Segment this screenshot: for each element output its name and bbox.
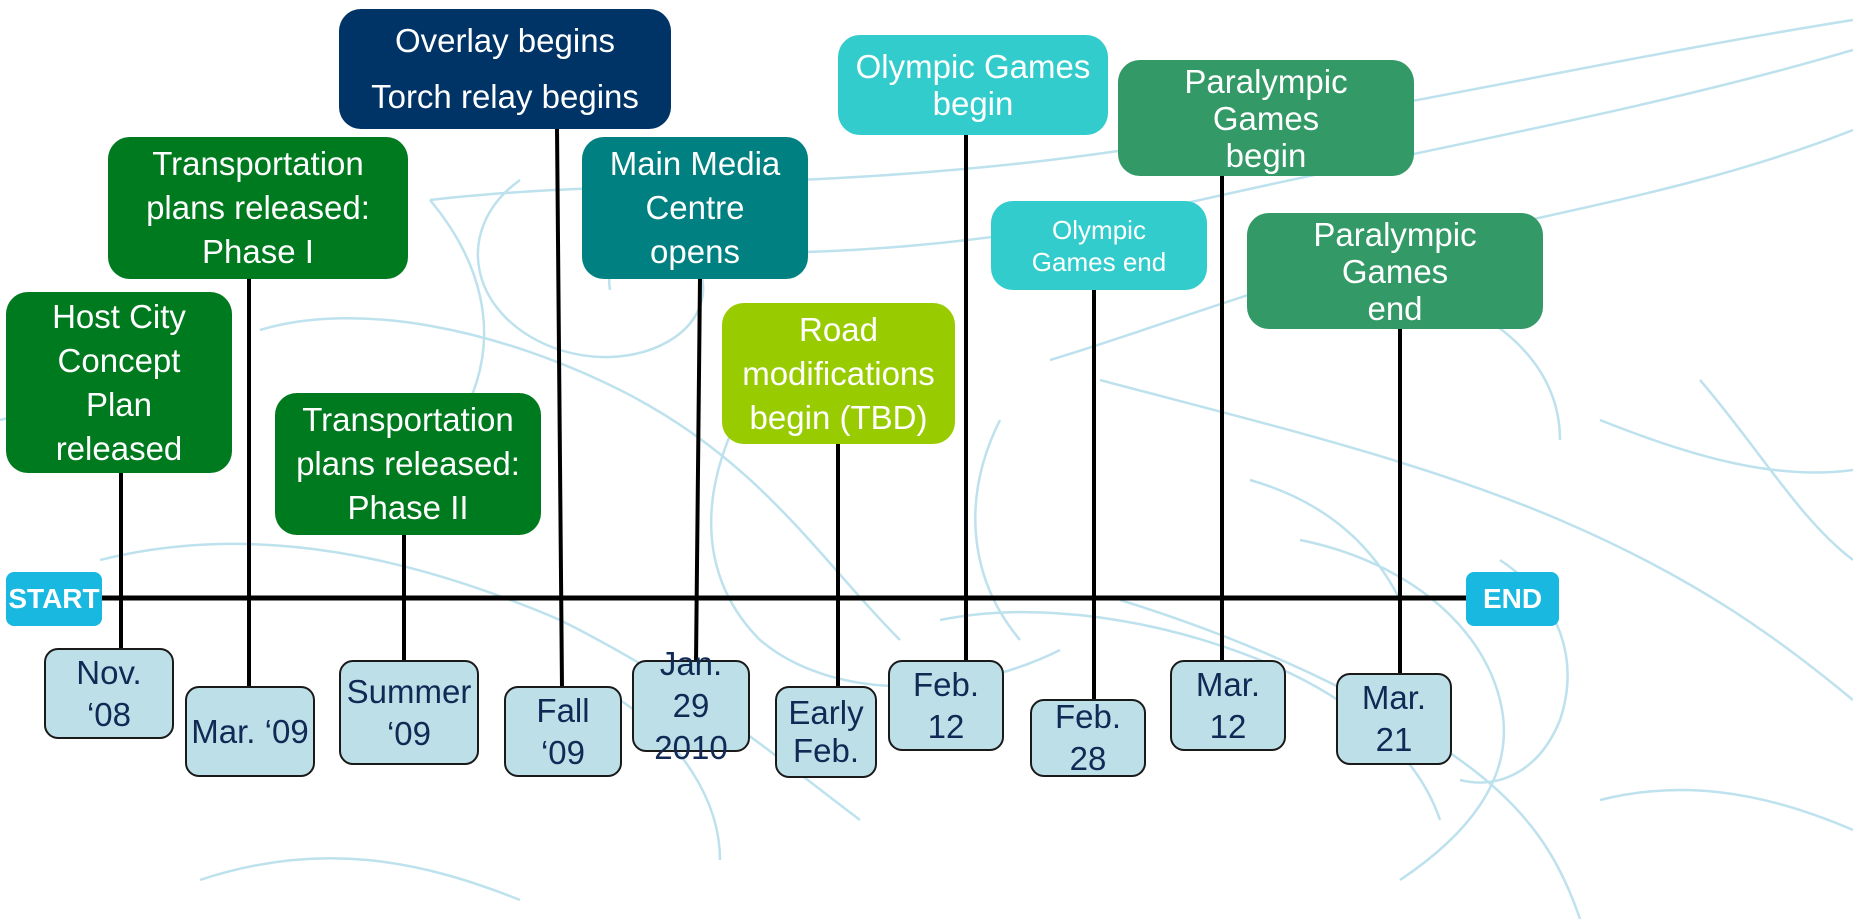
start-label: START [6,572,102,626]
date-feb-28: Feb. 28 [1030,698,1146,777]
date-fall-09: Fall ‘09 [504,686,622,777]
date-feb-12: Feb. 12 [888,660,1004,751]
date-mar-09: Mar. ‘09 [185,686,315,777]
connector-line [694,277,702,663]
date-mar-21: Mar. 21 [1336,673,1452,765]
end-label: END [1466,572,1559,626]
date-summer-09: Summer‘09 [339,660,479,765]
date-mar-12: Mar. 12 [1170,660,1286,751]
date-nov-08: Nov. ‘08 [44,648,174,739]
connector-line [555,127,564,689]
